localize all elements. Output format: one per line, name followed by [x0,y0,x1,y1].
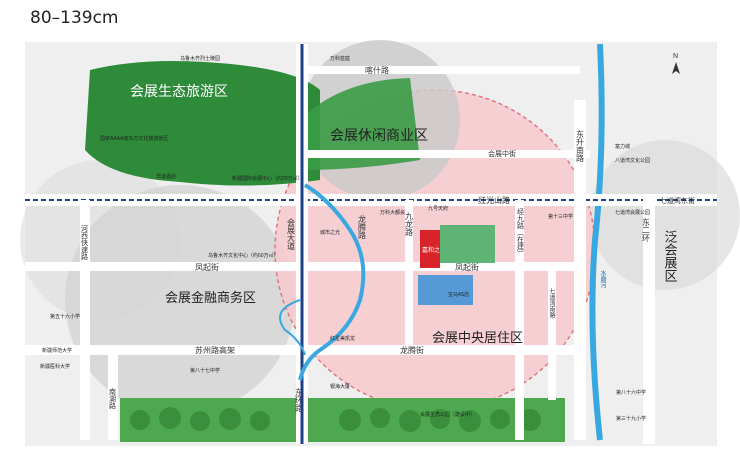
road-label-dongerhuan: 东二环 [642,217,651,243]
light-rail [298,183,366,381]
poi-wanke-dabang[interactable]: 万科大都会 [380,209,405,216]
river-label: 水磨河 [599,269,606,288]
poi-39[interactable]: 第三十九小学 [616,415,646,422]
road-label-hongguangshan: 红光山路 [478,195,510,205]
plot-blue-1 [418,275,473,305]
road-label-kashi: 喀什路 [365,65,389,75]
district-eco-tourism: 会展生态旅游区 [130,83,228,99]
poi-yinhai[interactable]: 银海大厦 [330,383,350,390]
district-leisure-commerce: 会展休闲商业区 [330,127,428,143]
light-rail-branch [279,299,306,356]
poi-hotel[interactable]: 华凌酒店 [156,173,176,180]
road-label-jiulong: 九龙路 [405,212,414,236]
poi-wankelanting[interactable]: 万科蓝庭 [330,55,350,62]
north-label: N [673,53,678,60]
road-huizhan-zhongjie [300,150,590,158]
poi-56-school[interactable]: 第五十六小学 [50,313,80,320]
road-jiulong [405,200,413,350]
poi-87-school[interactable]: 第八十七中学 [190,367,220,374]
target-site[interactable] [420,230,440,268]
road-label-dongshengnan: 东升南路 [576,129,585,162]
road-label-jingjiu: 经九路（在建） [517,207,525,257]
road-hexi [80,200,90,440]
road-qidaowan-nan [548,270,556,400]
zone-leisure-green [300,78,420,170]
poi-jiulong-tianfu[interactable]: 九号天府 [428,205,448,212]
road-nanhu [108,355,118,440]
target-site-label: 嘉和之作 [422,246,446,254]
zone-circle-east [590,140,740,290]
road-label-fengqi-e: 凤起街 [455,262,479,272]
road-label-dongyuan: 东环路 [295,387,304,412]
road-jingjiu [515,200,524,440]
poi-fuli[interactable]: 富力城 [615,143,630,150]
road-label-huizhan-zhongjie: 会展中街 [488,149,516,158]
road-dongerhuan [643,194,655,444]
poi-expo[interactable]: 新疆国际会展中心（约20万㎡） [232,175,303,182]
poi-cultural[interactable]: 乌鲁木齐文化中心（约60万㎡） [208,252,279,259]
district-fanhui-expo: 泛会展区 [663,230,678,282]
poi-baoma[interactable]: 宝马4S店 [448,291,469,298]
poi-chengshi[interactable]: 城市之光 [320,229,340,236]
road-label-longteng: 龙腾街 [400,345,424,355]
road-kashi [300,66,580,74]
zone-circle-finance [65,185,295,415]
park-trees [130,407,541,432]
road-label-qidaowan-east: 七道湾东街 [660,196,695,205]
poi-xinjiang-uni[interactable]: 新疆师范大学 [42,347,72,354]
poi-aaaa[interactable]: 国家AAAA级东方文化旅游景区 [100,135,168,142]
size-range-label: 80–139cm [30,8,119,28]
poi-86[interactable]: 第八十六中学 [616,389,646,396]
poi-group: 乌鲁木齐烈士陵园 万科蓝庭 国家AAAA级东方文化旅游景区 新疆国际会展中心（约… [40,55,650,422]
zone-eco-tourism [85,61,320,186]
district-finance-business: 会展金融商务区 [165,290,256,305]
poi-bayi[interactable]: 八道湾文化公园 [615,157,650,164]
road-dongshengnan [574,100,586,440]
district-central-residential: 会展中央居住区 [432,330,523,345]
poi-lieshi[interactable]: 乌鲁木齐烈士陵园 [180,55,220,62]
road-label-hexi: 河西快速路 [81,225,89,261]
road-label-longteng-road: 龙腾路 [358,214,367,239]
plot-green-1 [440,225,495,263]
poi-13-school[interactable]: 第十三中学 [548,213,573,220]
road-label-huizhan-dadao: 会展大道 [287,217,296,251]
river-east [589,43,605,441]
poi-xinjiang-mc[interactable]: 新疆医科大学 [40,363,70,370]
poi-hongxing[interactable]: 红星美凯龙 [330,335,355,342]
poi-qidaowan-park[interactable]: 七道湾会展公园 [615,209,650,216]
road-label-qidaowan-nan: 七道湾南路 [548,287,555,319]
road-label-fengqi-w: 凤起街 [195,262,219,272]
poi-ecology-park[interactable]: 会展生态公园（建设中） [420,411,475,418]
road-label-nanhu: 南湖路 [109,387,117,410]
north-arrow: N [672,53,680,74]
road-label-suzhou: 苏州路高架 [195,345,235,355]
